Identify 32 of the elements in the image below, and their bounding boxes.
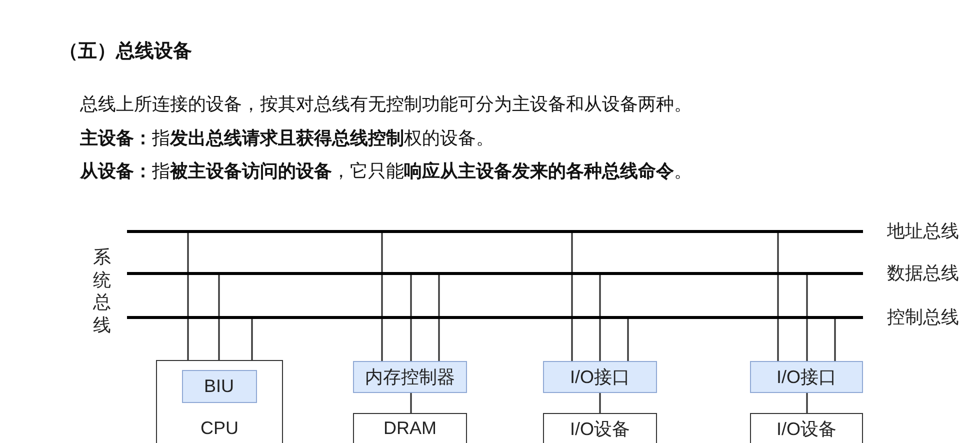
intro-text: 总线上所连接的设备，按其对总线有无控制功能可分为主设备和从设备两种。 bbox=[80, 93, 692, 116]
bus-label: 数据总线 bbox=[887, 262, 959, 285]
interface-box: BIU bbox=[182, 370, 256, 402]
bus-label: 控制总线 bbox=[887, 306, 959, 329]
connector-line bbox=[834, 318, 836, 361]
connector-line bbox=[187, 232, 189, 360]
section-title: （五）总线设备 bbox=[59, 40, 192, 64]
connector-line bbox=[410, 393, 412, 413]
device-box: I/O设备 bbox=[750, 413, 863, 443]
connector-line bbox=[806, 393, 808, 413]
definition-text: 主设备：指发出总线请求且获得总线控制权的设备。 bbox=[80, 127, 494, 150]
device-box: DRAM bbox=[353, 413, 467, 443]
connector-line bbox=[438, 274, 440, 361]
connector-line bbox=[381, 232, 383, 361]
box-label: CPU bbox=[200, 418, 238, 438]
connector-line bbox=[806, 274, 808, 361]
bus-label: 地址总线 bbox=[887, 220, 959, 243]
connector-line bbox=[218, 274, 220, 360]
connector-line bbox=[777, 232, 779, 361]
connector-line bbox=[410, 274, 412, 361]
interface-box: I/O接口 bbox=[750, 361, 863, 393]
connector-line bbox=[251, 318, 253, 360]
connector-line bbox=[627, 318, 629, 361]
controller-box: 内存控制器 bbox=[353, 361, 467, 393]
definition-text: 从设备：指被主设备访问的设备，它只能响应从主设备发来的各种总线命令。 bbox=[80, 160, 692, 183]
interface-box: I/O接口 bbox=[543, 361, 657, 393]
bus-group-label: 系统总线 bbox=[93, 246, 111, 337]
device-box: I/O设备 bbox=[543, 413, 657, 443]
device-box bbox=[156, 360, 283, 443]
connector-line bbox=[599, 274, 601, 361]
connector-line bbox=[571, 232, 573, 361]
connector-line bbox=[599, 393, 601, 413]
